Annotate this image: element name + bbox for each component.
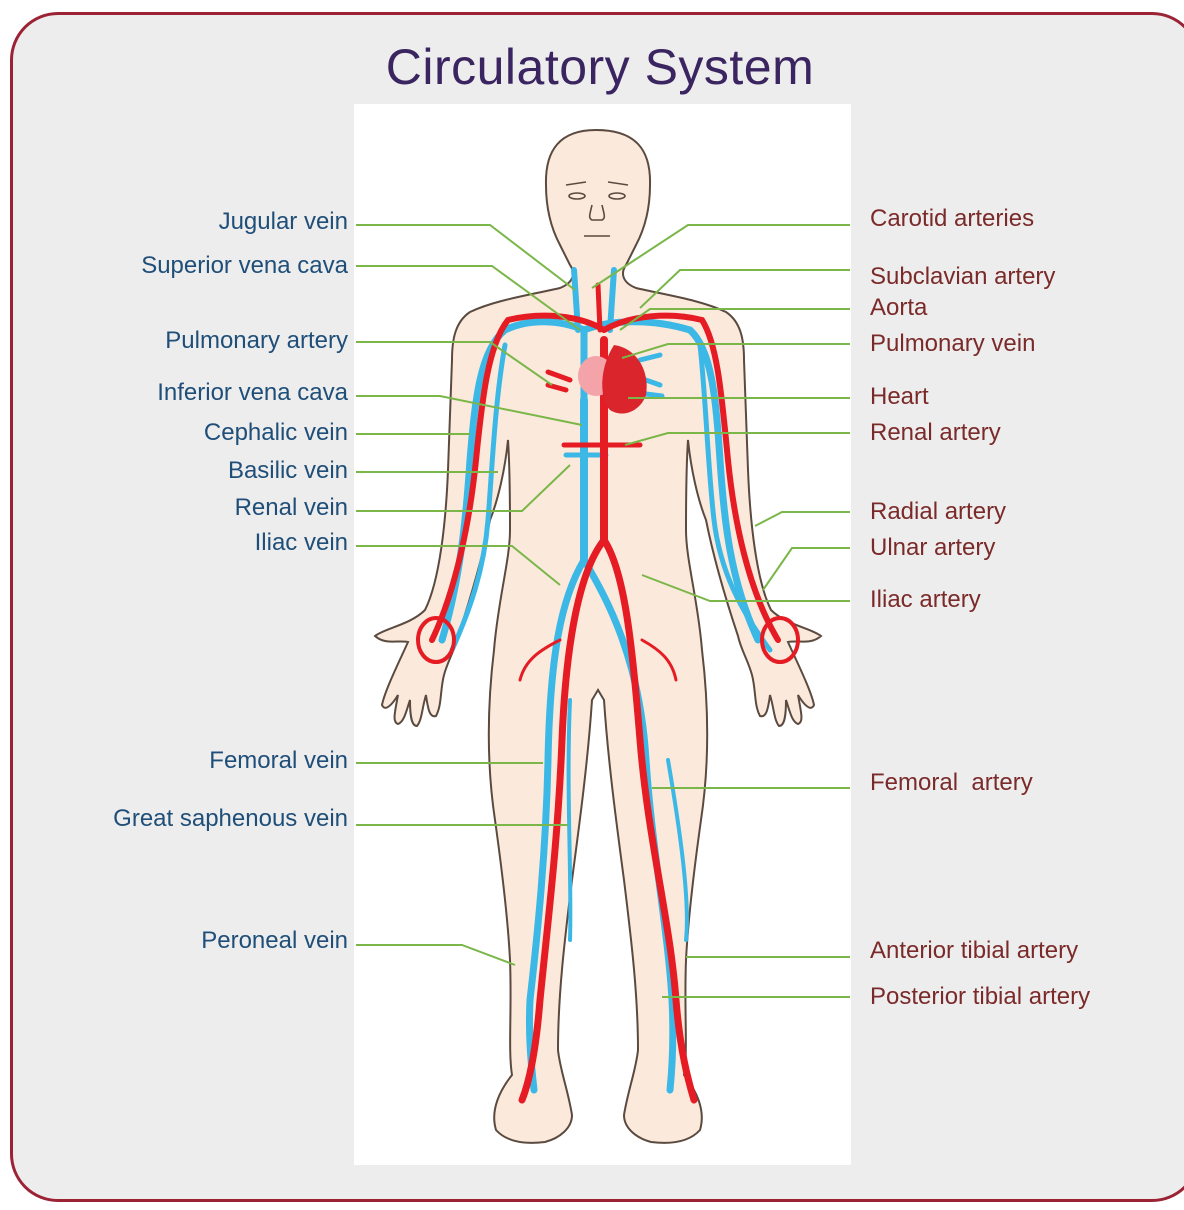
label-renal-vein: Renal vein	[235, 494, 348, 522]
label-iliac-vein: Iliac vein	[255, 529, 348, 557]
label-jugular-vein: Jugular vein	[219, 208, 348, 236]
label-radial-artery: Radial artery	[870, 498, 1006, 526]
label-peroneal-vein: Peroneal vein	[201, 927, 348, 955]
label-ulnar-artery: Ulnar artery	[870, 534, 995, 562]
label-superior-vena-cava: Superior vena cava	[141, 252, 348, 280]
label-basilic-vein: Basilic vein	[228, 457, 348, 485]
label-inferior-vena-cava: Inferior vena cava	[157, 379, 348, 407]
label-renal-artery: Renal artery	[870, 419, 1001, 447]
label-femoral-vein: Femoral vein	[209, 747, 348, 775]
label-femoral-artery: Femoral artery	[870, 769, 1033, 797]
label-heart: Heart	[870, 383, 929, 411]
label-posterior-tibial-artery: Posterior tibial artery	[870, 983, 1090, 1011]
label-aorta: Aorta	[870, 294, 927, 322]
label-pulmonary-artery: Pulmonary artery	[165, 327, 348, 355]
label-cephalic-vein: Cephalic vein	[204, 419, 348, 447]
label-carotid-arteries: Carotid arteries	[870, 205, 1034, 233]
label-great-saphenous-vein: Great saphenous vein	[113, 805, 348, 833]
label-subclavian-artery: Subclavian artery	[870, 263, 1055, 291]
label-iliac-artery: Iliac artery	[870, 586, 981, 614]
label-pulmonary-vein: Pulmonary vein	[870, 330, 1035, 358]
label-anterior-tibial-artery: Anterior tibial artery	[870, 937, 1078, 965]
